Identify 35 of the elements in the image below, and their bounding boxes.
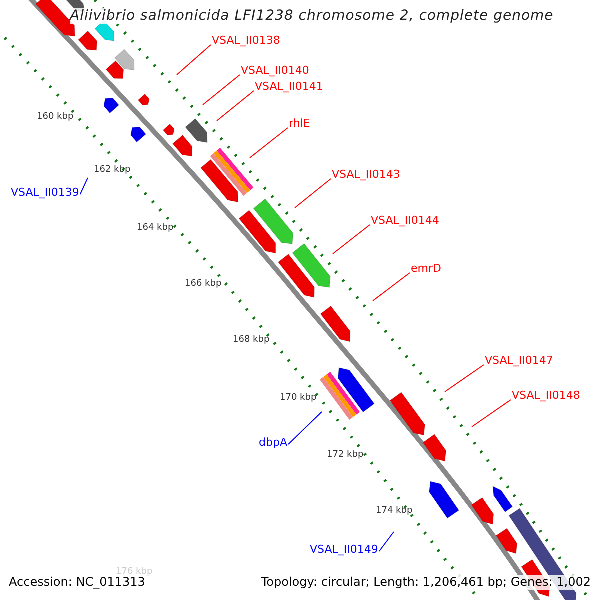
gene-label: VSAL_II0148 bbox=[512, 389, 580, 402]
scale-label: 162 kbp bbox=[94, 165, 131, 176]
footer-text: Topology: circular; Length: 1,206,461 bp; Genes: 1,002 bbox=[261, 575, 591, 590]
leader-line bbox=[288, 412, 322, 445]
gene-label: VSAL_II0147 bbox=[485, 354, 554, 367]
gene-label: VSAL_II0143 bbox=[332, 168, 400, 181]
scale-label: 160 kbp bbox=[37, 112, 74, 123]
leader-line bbox=[202, 74, 240, 106]
scale-label: 174 kbp bbox=[376, 506, 413, 517]
leader-line bbox=[378, 532, 394, 552]
gene-label: VSAL_II0139 bbox=[11, 186, 80, 199]
scale-label: 168 kbp bbox=[233, 335, 270, 346]
leader-line bbox=[444, 364, 484, 392]
scale-label: 164 kbp bbox=[137, 223, 174, 234]
leader-line bbox=[332, 224, 370, 254]
gene-label: rhlE bbox=[289, 117, 310, 130]
gene-label: VSAL_II0149 bbox=[310, 543, 378, 556]
leader-line bbox=[372, 272, 410, 302]
scale-label: 166 kbp bbox=[185, 279, 222, 290]
leader-line bbox=[176, 44, 212, 76]
gene-label: VSAL_II0140 bbox=[241, 64, 310, 77]
gene-label: VSAL_II0138 bbox=[212, 34, 280, 47]
gene-label: emrD bbox=[411, 262, 442, 275]
scale-label: 172 kbp bbox=[327, 450, 364, 461]
leader-line bbox=[250, 128, 288, 158]
footer-text: Accession: NC_011313 bbox=[9, 575, 146, 590]
gene-label: dbpA bbox=[259, 436, 288, 449]
title: Aliivibrio salmonicida LFI1238 chromosome 2, complete genome bbox=[70, 8, 554, 24]
gene-label: VSAL_II0141 bbox=[255, 80, 324, 93]
gene-label: VSAL_II0144 bbox=[371, 214, 440, 227]
leader-line bbox=[472, 400, 512, 428]
leader-line bbox=[216, 90, 254, 122]
scale-label: 170 kbp bbox=[280, 393, 317, 404]
leader-line bbox=[294, 178, 332, 208]
leader-line bbox=[80, 178, 88, 195]
